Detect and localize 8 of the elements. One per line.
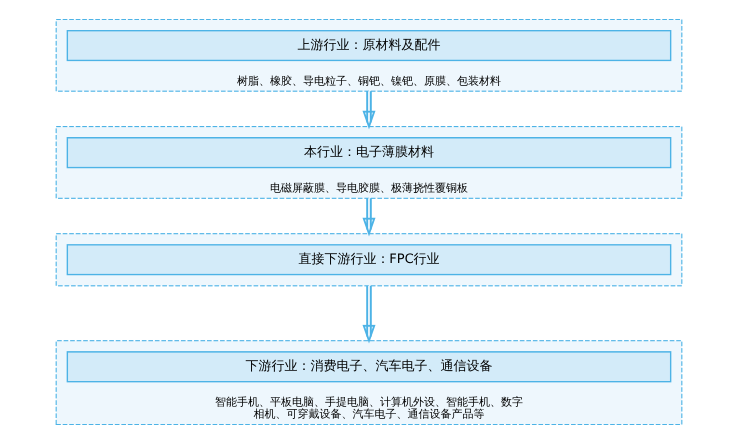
node-box: 直接下游行业：FPC行业 (66, 244, 671, 276)
arrow (362, 91, 376, 130)
node-box: 上游行业：原材料及配件 (66, 30, 671, 62)
cluster (55, 233, 682, 286)
node-box: 下游行业：消费电子、汽车电子、通信设备 (66, 351, 671, 382)
arrow (362, 286, 376, 344)
node-box: 本行业：电子薄膜材料 (66, 137, 671, 168)
arrow (362, 198, 376, 236)
